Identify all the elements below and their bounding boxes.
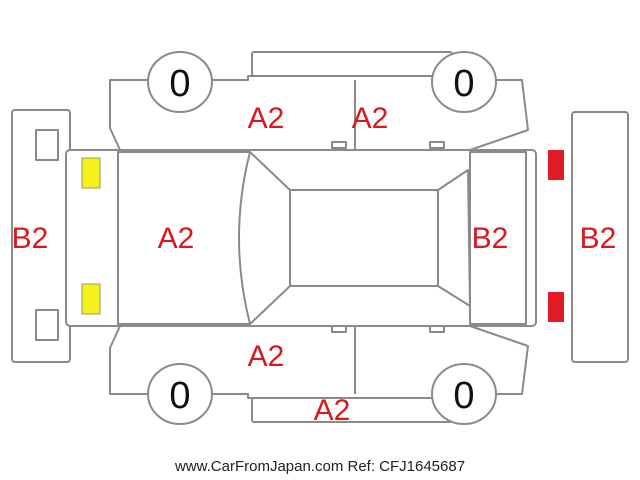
code-roof-front-left: A2: [248, 102, 285, 135]
rear-marker-top: [548, 150, 564, 180]
wheel-top-right: 0: [431, 51, 497, 113]
svg-text:0: 0: [453, 63, 474, 105]
wheel-top-left: 0: [147, 51, 213, 113]
wheel-bottom-right: 0: [431, 363, 497, 425]
svg-text:0: 0: [453, 375, 474, 417]
roof-panel-top: [251, 51, 453, 77]
side-profile-bottom: [109, 325, 529, 399]
car-body-top-view: [65, 149, 537, 327]
code-roof-front-right: A2: [352, 102, 389, 135]
rear-marker-bottom: [548, 292, 564, 322]
code-back-door: B2: [472, 222, 509, 255]
svg-text:0: 0: [169, 63, 190, 105]
code-hood: A2: [158, 222, 195, 255]
footer-reference: www.CarFromJapan.com Ref: CFJ1645687: [174, 458, 466, 475]
code-front-bumper: B2: [12, 222, 49, 255]
rocker-panel-bottom: [251, 397, 453, 423]
svg-text:0: 0: [169, 375, 190, 417]
code-rocker-panel: A2: [314, 394, 351, 427]
code-rear-bumper: B2: [580, 222, 617, 255]
wheel-bottom-left: 0: [147, 363, 213, 425]
front-marker-bottom: [81, 283, 101, 315]
side-profile-top: [109, 75, 529, 151]
rear-bumper: [571, 111, 629, 363]
front-marker-top: [81, 157, 101, 189]
code-lower-front-door: A2: [248, 340, 285, 373]
